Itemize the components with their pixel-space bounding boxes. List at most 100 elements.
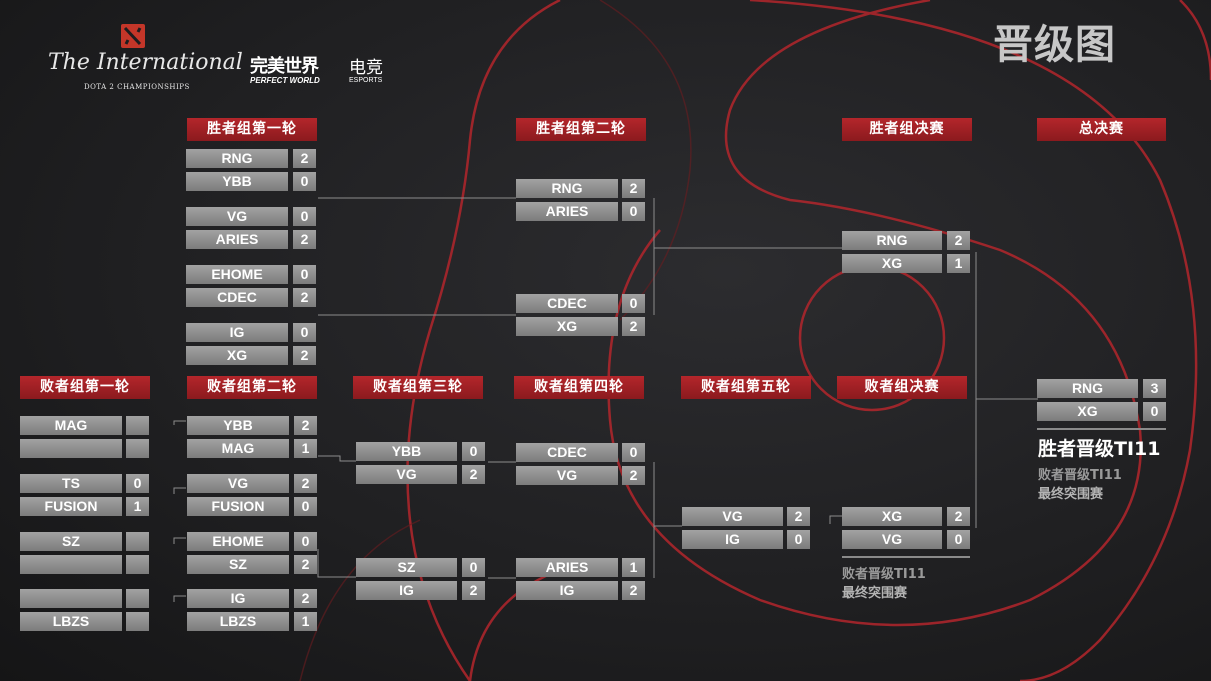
team-slot: FUSION — [20, 497, 122, 516]
esports-en: ESPORTS — [349, 77, 383, 84]
score-slot: 0 — [293, 323, 316, 342]
score-slot: 1 — [294, 439, 317, 458]
team-slot: FUSION — [187, 497, 289, 516]
team-slot: VG — [356, 465, 457, 484]
score-slot: 0 — [293, 172, 316, 191]
team-slot: XG — [842, 254, 942, 273]
team-slot: CDEC — [516, 294, 618, 313]
the-international-logo: The International DOTA 2 CHAMPIONSHIPS — [48, 50, 243, 91]
score-slot: 0 — [462, 442, 485, 461]
team-slot: EHOME — [187, 532, 289, 551]
score-slot: 0 — [622, 294, 645, 313]
score-slot: 1 — [622, 558, 645, 577]
score-slot: 2 — [294, 416, 317, 435]
last-chance-note: 最终突围赛 — [842, 586, 908, 601]
header-lb-final: 败者组决赛 — [837, 376, 967, 399]
pw-cn: 完美世界 — [250, 56, 319, 77]
pw-en: PERFECT WORLD — [250, 76, 320, 85]
header-lb-r5: 败者组第五轮 — [681, 376, 811, 399]
score-slot: 2 — [622, 317, 645, 336]
header-lb-r3: 败者组第三轮 — [353, 376, 483, 399]
divider — [842, 556, 970, 558]
score-slot: 2 — [294, 589, 317, 608]
score-slot — [126, 416, 149, 435]
team-slot — [20, 439, 122, 458]
team-slot: RNG — [516, 179, 618, 198]
team-slot: EHOME — [186, 265, 288, 284]
team-slot: XG — [186, 346, 288, 365]
header-wb-r2: 胜者组第二轮 — [516, 118, 646, 141]
team-slot: RNG — [1037, 379, 1138, 398]
score-slot — [126, 589, 149, 608]
score-slot: 3 — [1143, 379, 1166, 398]
team-slot: XG — [516, 317, 618, 336]
score-slot: 2 — [947, 231, 970, 250]
score-slot: 0 — [126, 474, 149, 493]
header-wb-r1: 胜者组第一轮 — [187, 118, 317, 141]
score-slot: 2 — [293, 346, 316, 365]
team-slot: YBB — [187, 416, 289, 435]
team-slot: IG — [516, 581, 618, 600]
header-grand-final: 总决赛 — [1037, 118, 1166, 141]
team-slot: LBZS — [20, 612, 122, 631]
score-slot: 0 — [294, 532, 317, 551]
esports-logo: 电竞 ESPORTS — [349, 53, 383, 84]
score-slot: 2 — [462, 465, 485, 484]
score-slot: 2 — [622, 466, 645, 485]
score-slot: 2 — [294, 474, 317, 493]
team-slot: SZ — [20, 532, 122, 551]
team-slot: ARIES — [516, 558, 618, 577]
team-slot: RNG — [186, 149, 288, 168]
team-slot: VG — [842, 530, 942, 549]
team-slot: LBZS — [187, 612, 289, 631]
score-slot: 2 — [293, 230, 316, 249]
team-slot: SZ — [356, 558, 457, 577]
score-slot: 0 — [622, 443, 645, 462]
ti-subtitle: DOTA 2 CHAMPIONSHIPS — [84, 83, 190, 91]
team-slot: MAG — [20, 416, 122, 435]
score-slot: 1 — [947, 254, 970, 273]
team-slot: VG — [186, 207, 288, 226]
score-slot: 0 — [462, 558, 485, 577]
score-slot: 0 — [1143, 402, 1166, 421]
score-slot: 2 — [293, 288, 316, 307]
score-slot: 0 — [294, 497, 317, 516]
team-slot: SZ — [187, 555, 289, 574]
score-slot: 2 — [462, 581, 485, 600]
score-slot: 0 — [293, 207, 316, 226]
team-slot: ARIES — [516, 202, 618, 221]
last-chance-note: 最终突围赛 — [1038, 487, 1104, 502]
team-slot: VG — [682, 507, 783, 526]
esports-cn: 电竞 — [349, 58, 383, 78]
header-lb-r4: 败者组第四轮 — [514, 376, 644, 399]
team-slot: IG — [356, 581, 457, 600]
team-slot: TS — [20, 474, 122, 493]
team-slot: MAG — [187, 439, 289, 458]
team-slot: XG — [1037, 402, 1138, 421]
page-title: 晋级图 — [993, 22, 1116, 68]
score-slot — [126, 532, 149, 551]
winner-qualify-note: 胜者晋级TI11 — [1038, 438, 1161, 460]
team-slot: YBB — [186, 172, 288, 191]
score-slot: 2 — [294, 555, 317, 574]
team-slot: IG — [682, 530, 783, 549]
score-slot: 0 — [947, 530, 970, 549]
team-slot: IG — [187, 589, 289, 608]
header-wb-final: 胜者组决赛 — [842, 118, 972, 141]
score-slot: 0 — [622, 202, 645, 221]
score-slot: 1 — [126, 497, 149, 516]
header-lb-r1: 败者组第一轮 — [20, 376, 150, 399]
team-slot: YBB — [356, 442, 457, 461]
header-lb-r2: 败者组第二轮 — [187, 376, 317, 399]
score-slot: 2 — [293, 149, 316, 168]
score-slot: 1 — [294, 612, 317, 631]
score-slot: 2 — [622, 581, 645, 600]
perfect-world-logo: 完美世界 PERFECT WORLD — [250, 52, 320, 85]
team-slot: VG — [187, 474, 289, 493]
score-slot: 0 — [293, 265, 316, 284]
team-slot: IG — [186, 323, 288, 342]
loser-qualify-note: 败者晋级TI11 — [842, 567, 926, 582]
score-slot: 2 — [947, 507, 970, 526]
team-slot: VG — [516, 466, 618, 485]
